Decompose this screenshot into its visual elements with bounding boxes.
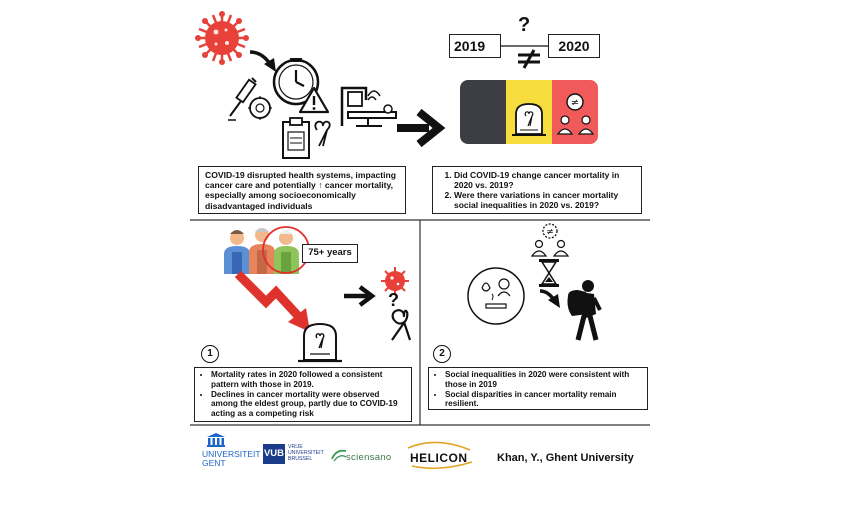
inequality-people-icon: ≠ [530, 223, 570, 257]
context-text: COVID-19 disrupted health systems, impac… [205, 170, 397, 211]
findings-box-2: Social inequalities in 2020 were consist… [428, 367, 648, 410]
findings-box-1: Mortality rates in 2020 followed a consi… [194, 367, 412, 422]
clipboard-ribbon-icon [282, 117, 331, 159]
ugent-logo-line2: GENT [202, 458, 226, 468]
syringe-icon [228, 77, 272, 121]
vub-logo: VUB [263, 444, 285, 464]
helicon-logo-icon [407, 441, 473, 470]
ugent-logo-line1: UNIVERSITEIT [202, 449, 261, 459]
belgium-flag-icon: ≠ [460, 80, 598, 144]
question-mark-top: ? [518, 14, 531, 36]
cancer-ribbon-icon [391, 309, 412, 341]
finding-item: Social disparities in cancer mortality r… [445, 390, 643, 410]
question-item: Were there variations in cancer mortalit… [454, 190, 637, 210]
radiotherapy-machine-icon [340, 86, 397, 127]
finding-item: Declines in cancer mortality were observ… [211, 390, 407, 419]
svg-text:≠: ≠ [546, 228, 554, 238]
clock-warning-icon [272, 58, 330, 114]
vub-logo-text: VRIJE UNIVERSITEIT BRUSSEL [288, 444, 324, 462]
decline-arrow-icon [234, 270, 310, 332]
helicon-logo-text: HELICON [410, 451, 468, 465]
research-questions-box: Did COVID-19 change cancer mortality in … [432, 166, 642, 214]
author-credit: Khan, Y., Ghent University [497, 452, 634, 464]
year-2019-label: 2019 [454, 38, 486, 54]
backpack-person-icon [567, 280, 602, 341]
small-virus-icon [381, 267, 409, 295]
svg-text:≠: ≠ [571, 98, 579, 109]
age-label-box: 75+ years [302, 244, 358, 263]
ugent-logo-icon [207, 433, 225, 447]
age-label: 75+ years [308, 247, 352, 258]
hourglass-icon [539, 259, 559, 287]
risk-factors-icon [467, 267, 525, 325]
sciensano-logo-icon [331, 449, 347, 462]
context-text-box: COVID-19 disrupted health systems, impac… [198, 166, 406, 214]
finding-item: Social inequalities in 2020 were consist… [445, 370, 643, 390]
year-2019-box: 2019 [449, 34, 501, 58]
not-equal-icon [500, 45, 548, 69]
question-item: Did COVID-19 change cancer mortality in … [454, 170, 637, 190]
arrow-right-icon [344, 285, 376, 307]
curved-arrow-icon [249, 50, 276, 72]
finding-number-2: 2 [433, 345, 451, 363]
question-mark-bottom: ? [388, 290, 399, 310]
tombstone-ribbon-icon [298, 322, 342, 363]
finding-item: Mortality rates in 2020 followed a consi… [211, 370, 407, 390]
sciensano-logo-text: sciensano [346, 452, 392, 463]
big-arrow-right-icon [397, 108, 446, 148]
virus-icon [195, 11, 249, 65]
finding-number-1: 1 [201, 345, 219, 363]
year-2020-box: 2020 [548, 34, 600, 58]
curved-arrow-2-icon [539, 289, 560, 308]
year-2020-label: 2020 [558, 38, 590, 54]
